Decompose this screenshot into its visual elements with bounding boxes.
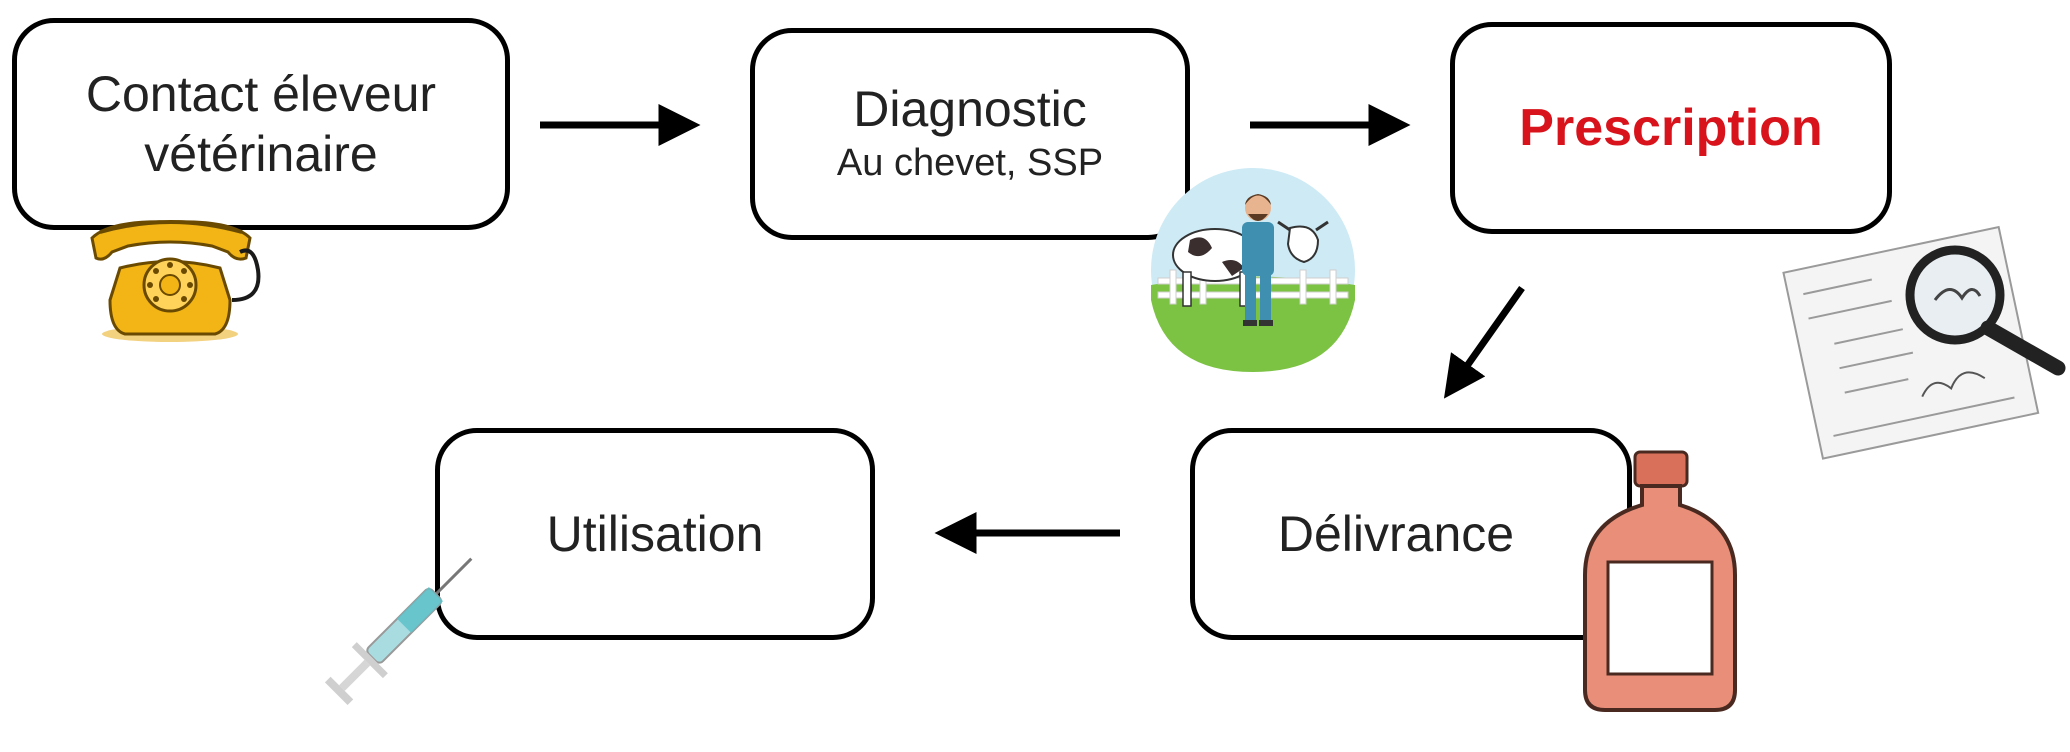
step-diagnostic-box: Diagnostic Au chevet, SSP	[750, 28, 1190, 240]
step-contact-box: Contact éleveur vétérinaire	[12, 18, 510, 230]
step-delivrance-title: Délivrance	[1277, 506, 1515, 562]
telephone-icon	[90, 220, 261, 342]
step-contact-line1: Contact éleveur	[85, 66, 437, 122]
arrow-prescription-to-delivrance	[1443, 285, 1525, 399]
step-diagnostic-title: Diagnostic	[853, 81, 1087, 138]
prescription-magnifier-icon	[1782, 225, 2066, 460]
step-prescription-box: Prescription	[1450, 22, 1892, 234]
step-contact-line2: vétérinaire	[144, 126, 378, 182]
step-diagnostic-subtitle: Au chevet, SSP	[836, 142, 1104, 185]
vet-with-cow-icon	[1151, 168, 1355, 372]
medicine-bottle-icon	[1583, 450, 1737, 712]
step-utilisation-box: Utilisation	[435, 428, 875, 640]
step-utilisation-title: Utilisation	[546, 506, 764, 562]
step-prescription-title: Prescription	[1519, 99, 1823, 157]
syringe-icon	[324, 557, 473, 706]
